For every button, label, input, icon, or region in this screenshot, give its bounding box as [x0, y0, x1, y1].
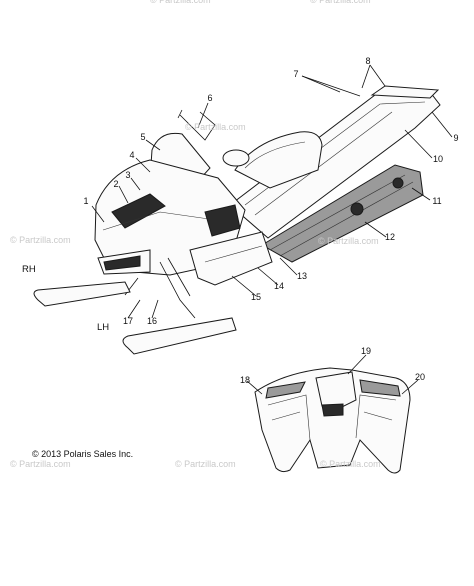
callout-7: 7 [293, 69, 298, 79]
watermark: © Partzilla.com [310, 0, 371, 5]
callout-8: 8 [365, 56, 370, 66]
callout-4: 4 [129, 150, 134, 160]
callout-numbers: 1 2 3 4 5 6 7 8 9 10 11 12 13 14 15 16 1… [83, 56, 458, 385]
callout-1: 1 [83, 196, 88, 206]
callout-16: 16 [147, 316, 157, 326]
watermark: © Partzilla.com [318, 236, 379, 246]
copyright-text: © 2013 Polaris Sales Inc. [32, 449, 133, 459]
watermark: © Partzilla.com [150, 0, 211, 5]
label-rh: RH [22, 264, 36, 275]
front-cowl-illustration [254, 367, 411, 474]
callout-11: 11 [432, 196, 441, 206]
label-lh: LH [97, 322, 109, 333]
callout-5: 5 [140, 132, 145, 142]
callout-12: 12 [385, 232, 395, 242]
callout-18: 18 [240, 375, 250, 385]
watermarks: © Partzilla.com © Partzilla.com © Partzi… [10, 0, 381, 469]
callout-6: 6 [207, 93, 212, 103]
watermark: © Partzilla.com [320, 459, 381, 469]
callout-14: 14 [274, 281, 284, 291]
watermark: © Partzilla.com [10, 459, 71, 469]
callout-15: 15 [251, 292, 261, 302]
callout-19: 19 [361, 346, 371, 356]
watermark: © Partzilla.com [175, 459, 236, 469]
callout-20: 20 [415, 372, 425, 382]
watermark: © Partzilla.com [185, 122, 246, 132]
watermark: © Partzilla.com [10, 235, 71, 245]
callout-10: 10 [433, 154, 443, 164]
callout-9: 9 [453, 133, 458, 143]
leader-lines [91, 64, 453, 395]
callout-17: 17 [123, 316, 133, 326]
callout-13: 13 [297, 271, 307, 281]
callout-2: 2 [113, 179, 118, 189]
snowmobile-illustration [33, 85, 441, 355]
callout-3: 3 [125, 170, 130, 180]
